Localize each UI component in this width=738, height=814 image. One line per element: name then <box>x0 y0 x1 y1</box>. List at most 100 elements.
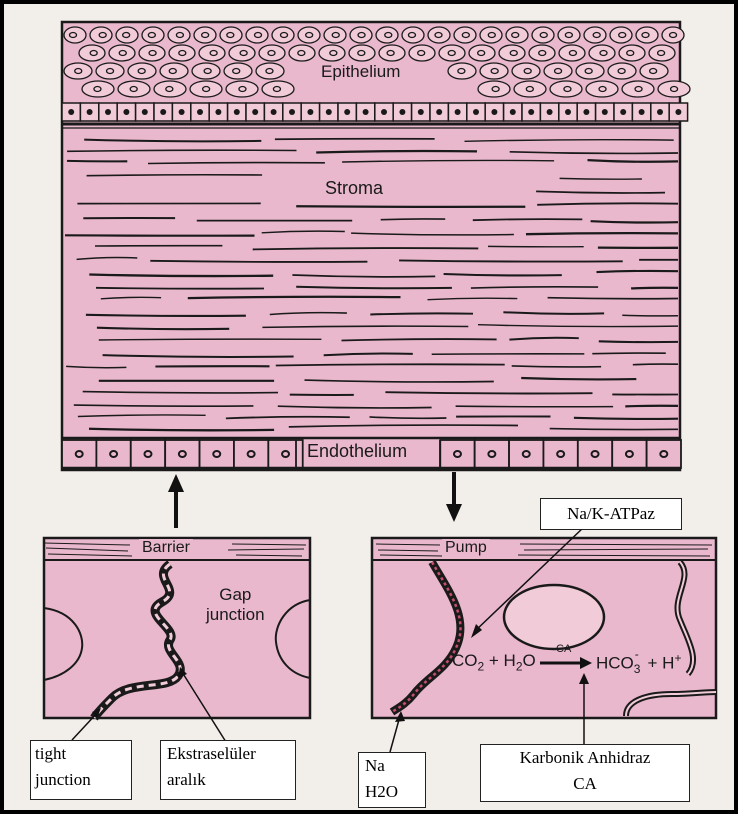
epithelium-cell <box>154 81 186 97</box>
epithelium-cell <box>608 63 636 79</box>
collagen-fiber <box>99 339 322 340</box>
basal-cell-nucleus <box>87 109 93 115</box>
karbonik-anhidraz-box: Karbonik Anhidraz CA <box>480 744 690 802</box>
epithelium-cell <box>229 45 255 61</box>
epithelium-cell <box>298 27 320 43</box>
reaction-sub-sup: 3- <box>634 659 643 669</box>
endothelial-cell <box>200 440 234 468</box>
gap-junction-line-2: junction <box>206 605 265 625</box>
collagen-fiber <box>599 341 678 342</box>
basal-cell-nucleus <box>142 109 148 115</box>
epithelium-cell <box>319 45 345 61</box>
epithelium-cell <box>128 63 156 79</box>
barrier-panel <box>44 538 310 718</box>
collagen-fiber <box>548 298 678 299</box>
epithelium-cell <box>622 81 654 97</box>
endothelial-cell <box>440 440 474 468</box>
basal-cell-nucleus <box>528 109 534 115</box>
epithelium-cell <box>469 45 495 61</box>
collagen-fiber <box>591 221 678 222</box>
epithelium-cell <box>402 27 424 43</box>
epithelium-cell <box>544 63 572 79</box>
epithelium-cell <box>576 63 604 79</box>
basal-cell-nucleus <box>547 109 553 115</box>
epithelium-cell <box>192 63 220 79</box>
tight-junction-line-1: tight <box>35 741 131 767</box>
reaction-ca-label: CA <box>556 643 571 655</box>
endothelial-cell <box>131 440 165 468</box>
basal-cell-nucleus <box>160 109 166 115</box>
epithelium-cell <box>324 27 346 43</box>
epithelium-cell <box>289 45 315 61</box>
epithelium-cell <box>116 27 138 43</box>
basal-cell-nucleus <box>639 109 645 115</box>
collagen-fiber <box>622 315 678 316</box>
basal-cell-nucleus <box>363 109 369 115</box>
reaction-equation: CO2 + H2O <box>452 651 536 673</box>
epithelium-cell <box>64 63 92 79</box>
gap-junction-label: Gap junction <box>206 585 265 625</box>
ekstraseluler-line-1: Ekstraselüler <box>167 741 295 767</box>
basal-cell-nucleus <box>307 109 313 115</box>
epithelium-cell <box>142 27 164 43</box>
collagen-fiber <box>631 288 678 289</box>
epithelium-cell <box>439 45 465 61</box>
endothelial-cell <box>62 440 96 468</box>
epithelium-label: Epithelium <box>318 62 403 82</box>
basal-cell-nucleus <box>289 109 295 115</box>
epithelium-cell <box>226 81 258 97</box>
epithelium-cell <box>379 45 405 61</box>
basal-cell-nucleus <box>271 109 277 115</box>
epithelium-cell <box>480 27 502 43</box>
collagen-fiber <box>148 163 325 164</box>
reaction-plus-h: + H <box>484 651 516 670</box>
basal-cell-nucleus <box>68 109 74 115</box>
stroma-label: Stroma <box>325 178 383 199</box>
epithelium-cell <box>559 45 585 61</box>
basal-cell-nucleus <box>197 109 203 115</box>
epithelium-cell <box>262 81 294 97</box>
epithelium-cell <box>649 45 675 61</box>
epithelium-cell <box>220 27 242 43</box>
epithelium-cell <box>118 81 150 97</box>
epithelium-cell <box>478 81 510 97</box>
reaction-sub-2b: 2 <box>516 659 523 673</box>
h2o-label: H2O <box>365 779 425 805</box>
epithelium-cell <box>506 27 528 43</box>
epithelium-cell <box>256 63 284 79</box>
basal-cell-nucleus <box>473 109 479 115</box>
reaction-o: O <box>523 651 536 670</box>
epithelium-cell <box>448 63 476 79</box>
basal-cell-nucleus <box>620 109 626 115</box>
karbonik-line-2: CA <box>481 771 689 797</box>
basal-cell-nucleus <box>510 109 516 115</box>
endothelial-cell <box>475 440 509 468</box>
basal-cell-nucleus <box>123 109 129 115</box>
basal-cell-nucleus <box>381 109 387 115</box>
epithelium-cell <box>532 27 554 43</box>
basal-cell-nucleus <box>583 109 589 115</box>
epithelium-cell <box>272 27 294 43</box>
epithelium-cell <box>190 81 222 97</box>
epithelium-cell <box>550 81 582 97</box>
collagen-fiber <box>560 178 642 179</box>
epithelium-cell <box>499 45 525 61</box>
basal-cell-nucleus <box>252 109 258 115</box>
collagen-fiber <box>275 139 435 140</box>
na-k-atpaz-box: Na/K-ATPaz <box>540 498 682 530</box>
basal-cell-nucleus <box>418 109 424 115</box>
collagen-fiber <box>86 315 246 316</box>
reaction-sub-3: 3 <box>634 662 641 676</box>
epithelium-cell <box>480 63 508 79</box>
epithelium-cell <box>610 27 632 43</box>
basal-cell-nucleus <box>344 109 350 115</box>
collagen-fiber <box>550 429 678 430</box>
reaction-plus-h-ion: + H <box>643 654 675 673</box>
epithelium-cell <box>658 81 690 97</box>
reaction-hco: HCO <box>596 654 634 673</box>
basal-cell-nucleus <box>602 109 608 115</box>
endothelial-cell <box>268 440 302 468</box>
epithelium-cell <box>168 27 190 43</box>
epithelium-cell <box>589 45 615 61</box>
